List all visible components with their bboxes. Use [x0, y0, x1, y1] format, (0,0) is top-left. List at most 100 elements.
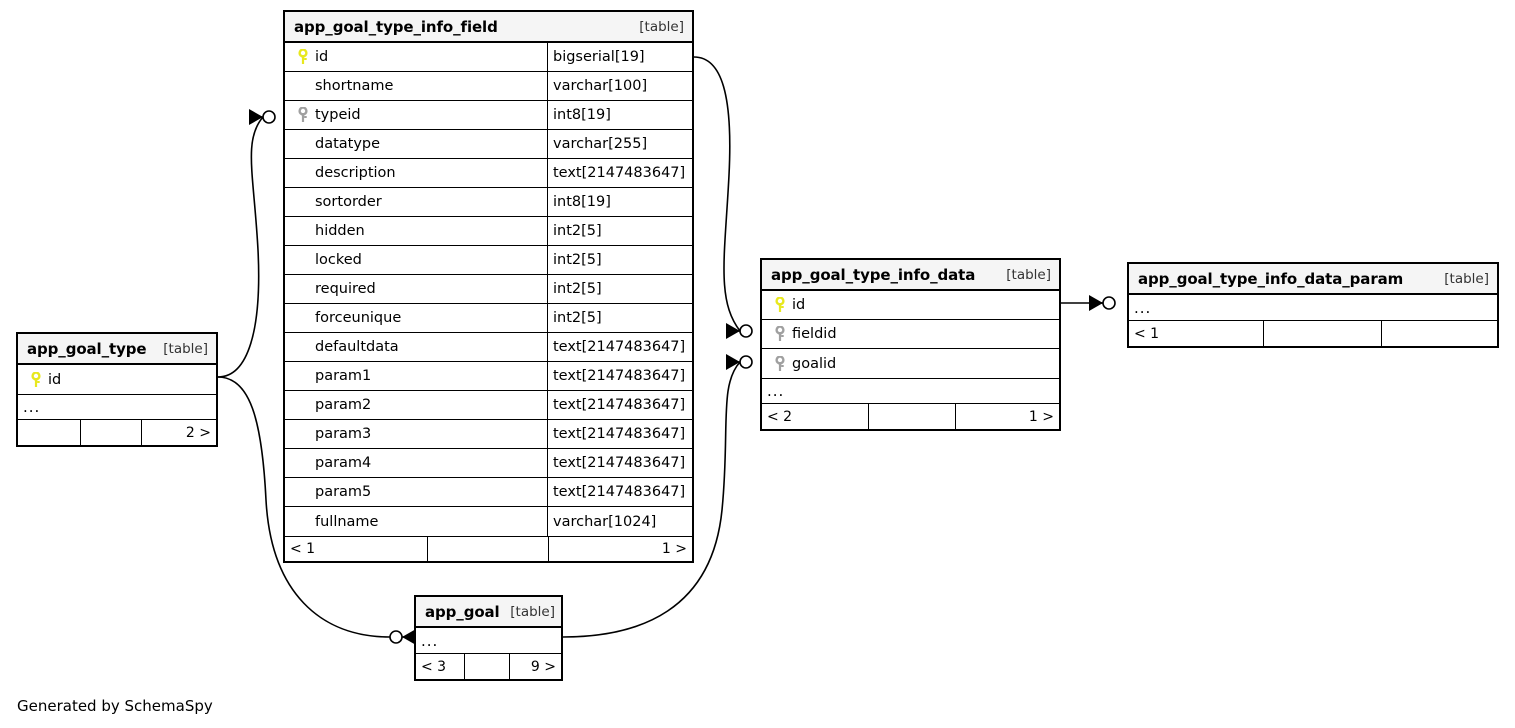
column-name-cell: datatype: [285, 130, 547, 158]
column-type: int2[5]: [547, 304, 692, 332]
table-row[interactable]: typeid int8[19]: [285, 101, 692, 130]
table-row[interactable]: param5 text[2147483647]: [285, 478, 692, 507]
table-row[interactable]: forceunique int2[5]: [285, 304, 692, 333]
column-type: varchar[100]: [547, 72, 692, 100]
column-name: goalid: [792, 355, 837, 372]
column-name: defaultdata: [315, 339, 399, 355]
table-body: id: [18, 365, 216, 394]
footer-child-count: 9 >: [530, 658, 556, 675]
table-header: app_goal_type_info_data [table]: [762, 260, 1059, 291]
footer-child-count: 1 >: [1028, 408, 1054, 425]
table-row[interactable]: fieldid: [762, 320, 1059, 349]
column-name: shortname: [315, 78, 394, 94]
footer-parent-count: < 1: [290, 541, 316, 557]
table-header: app_goal_type_info_data_param [table]: [1129, 264, 1497, 295]
table-row[interactable]: param1 text[2147483647]: [285, 362, 692, 391]
footer-middle: [1263, 321, 1382, 346]
column-type: int8[19]: [547, 101, 692, 129]
primary-key-icon: [291, 49, 315, 65]
table-header: app_goal [table]: [416, 597, 561, 628]
table-footer: < 3 9 >: [416, 654, 561, 679]
footer-child-count: 1 >: [661, 541, 687, 557]
table-app_goal_type_info_field[interactable]: app_goal_type_info_field [table] id bigs…: [283, 10, 694, 563]
column-name-cell: param2: [285, 391, 547, 419]
foreign-key-icon: [291, 107, 315, 123]
table-row[interactable]: hidden int2[5]: [285, 217, 692, 246]
table-app_goal[interactable]: app_goal [table] ... < 3 9 >: [414, 595, 563, 681]
column-name: required: [315, 281, 376, 297]
table-row[interactable]: param4 text[2147483647]: [285, 449, 692, 478]
table-title: app_goal_type_info_field: [294, 17, 498, 36]
table-app_goal_type[interactable]: app_goal_type [table] id ... 2 >: [16, 332, 218, 447]
table-type-tag: [table]: [1006, 266, 1051, 283]
column-type: int2[5]: [547, 275, 692, 303]
table-row[interactable]: param3 text[2147483647]: [285, 420, 692, 449]
column-type: int2[5]: [547, 217, 692, 245]
table-type-tag: [table]: [163, 340, 208, 357]
table-row[interactable]: description text[2147483647]: [285, 159, 692, 188]
column-name: datatype: [315, 136, 381, 152]
footer-child-count: [1382, 321, 1497, 346]
table-header: app_goal_type_info_field [table]: [285, 12, 692, 43]
column-name-cell: shortname: [285, 72, 547, 100]
column-name: locked: [315, 252, 362, 268]
column-name: id: [315, 49, 329, 65]
foreign-key-icon: [768, 355, 792, 372]
table-app_goal_type_info_data[interactable]: app_goal_type_info_data [table] id field…: [760, 258, 1061, 431]
table-body: id fieldid goalid: [762, 291, 1059, 378]
column-name-cell: id: [18, 365, 216, 394]
column-name-cell: locked: [285, 246, 547, 274]
column-name-cell: defaultdata: [285, 333, 547, 361]
column-name: typeid: [315, 107, 361, 123]
table-type-tag: [table]: [1444, 270, 1489, 287]
more-columns-indicator: ...: [1129, 295, 1497, 321]
column-name-cell: sortorder: [285, 188, 547, 216]
footer-parent-count: < 1: [1134, 325, 1160, 342]
edge-field-to-fieldid: [693, 56, 741, 332]
table-row[interactable]: shortname varchar[100]: [285, 72, 692, 101]
table-row[interactable]: datatype varchar[255]: [285, 130, 692, 159]
table-footer: < 1: [1129, 321, 1497, 346]
edge-goaltype-to-typeid: [217, 116, 264, 378]
more-columns-indicator: ...: [18, 394, 216, 420]
table-row[interactable]: sortorder int8[19]: [285, 188, 692, 217]
foreign-key-icon: [768, 326, 792, 342]
column-type: text[2147483647]: [547, 362, 692, 390]
table-row[interactable]: required int2[5]: [285, 275, 692, 304]
table-title: app_goal_type: [27, 339, 147, 358]
column-name: param5: [315, 484, 372, 500]
table-row[interactable]: fullname varchar[1024]: [285, 507, 692, 536]
table-row[interactable]: id: [18, 365, 216, 394]
table-app_goal_type_info_data_param[interactable]: app_goal_type_info_data_param [table] ..…: [1127, 262, 1499, 348]
column-name: forceunique: [315, 310, 402, 326]
column-type: text[2147483647]: [547, 478, 692, 506]
table-body: id bigserial[19] shortname varchar[100] …: [285, 43, 692, 536]
table-footer: < 1 1 >: [285, 536, 692, 561]
more-columns-indicator: ...: [416, 628, 561, 654]
table-row[interactable]: goalid: [762, 349, 1059, 378]
footer-middle: [80, 420, 142, 445]
column-type: text[2147483647]: [547, 420, 692, 448]
table-title: app_goal_type_info_data_param: [1138, 269, 1404, 288]
table-row[interactable]: param2 text[2147483647]: [285, 391, 692, 420]
column-name: param3: [315, 426, 372, 442]
column-type: text[2147483647]: [547, 449, 692, 477]
table-row[interactable]: locked int2[5]: [285, 246, 692, 275]
table-footer: 2 >: [18, 420, 216, 445]
more-columns-indicator: ...: [762, 378, 1059, 404]
footer-parent-count: < 3: [421, 658, 447, 675]
column-name: id: [48, 371, 62, 388]
table-title: app_goal: [425, 602, 500, 621]
crowfoot-fieldid: [725, 322, 753, 340]
footer-middle: [427, 537, 549, 561]
column-name: sortorder: [315, 194, 382, 210]
table-row[interactable]: id: [762, 291, 1059, 320]
table-row[interactable]: id bigserial[19]: [285, 43, 692, 72]
column-name-cell: param4: [285, 449, 547, 477]
footer-parent-count: < 2: [767, 408, 793, 425]
table-type-tag: [table]: [639, 18, 684, 35]
column-name-cell: param1: [285, 362, 547, 390]
table-row[interactable]: defaultdata text[2147483647]: [285, 333, 692, 362]
